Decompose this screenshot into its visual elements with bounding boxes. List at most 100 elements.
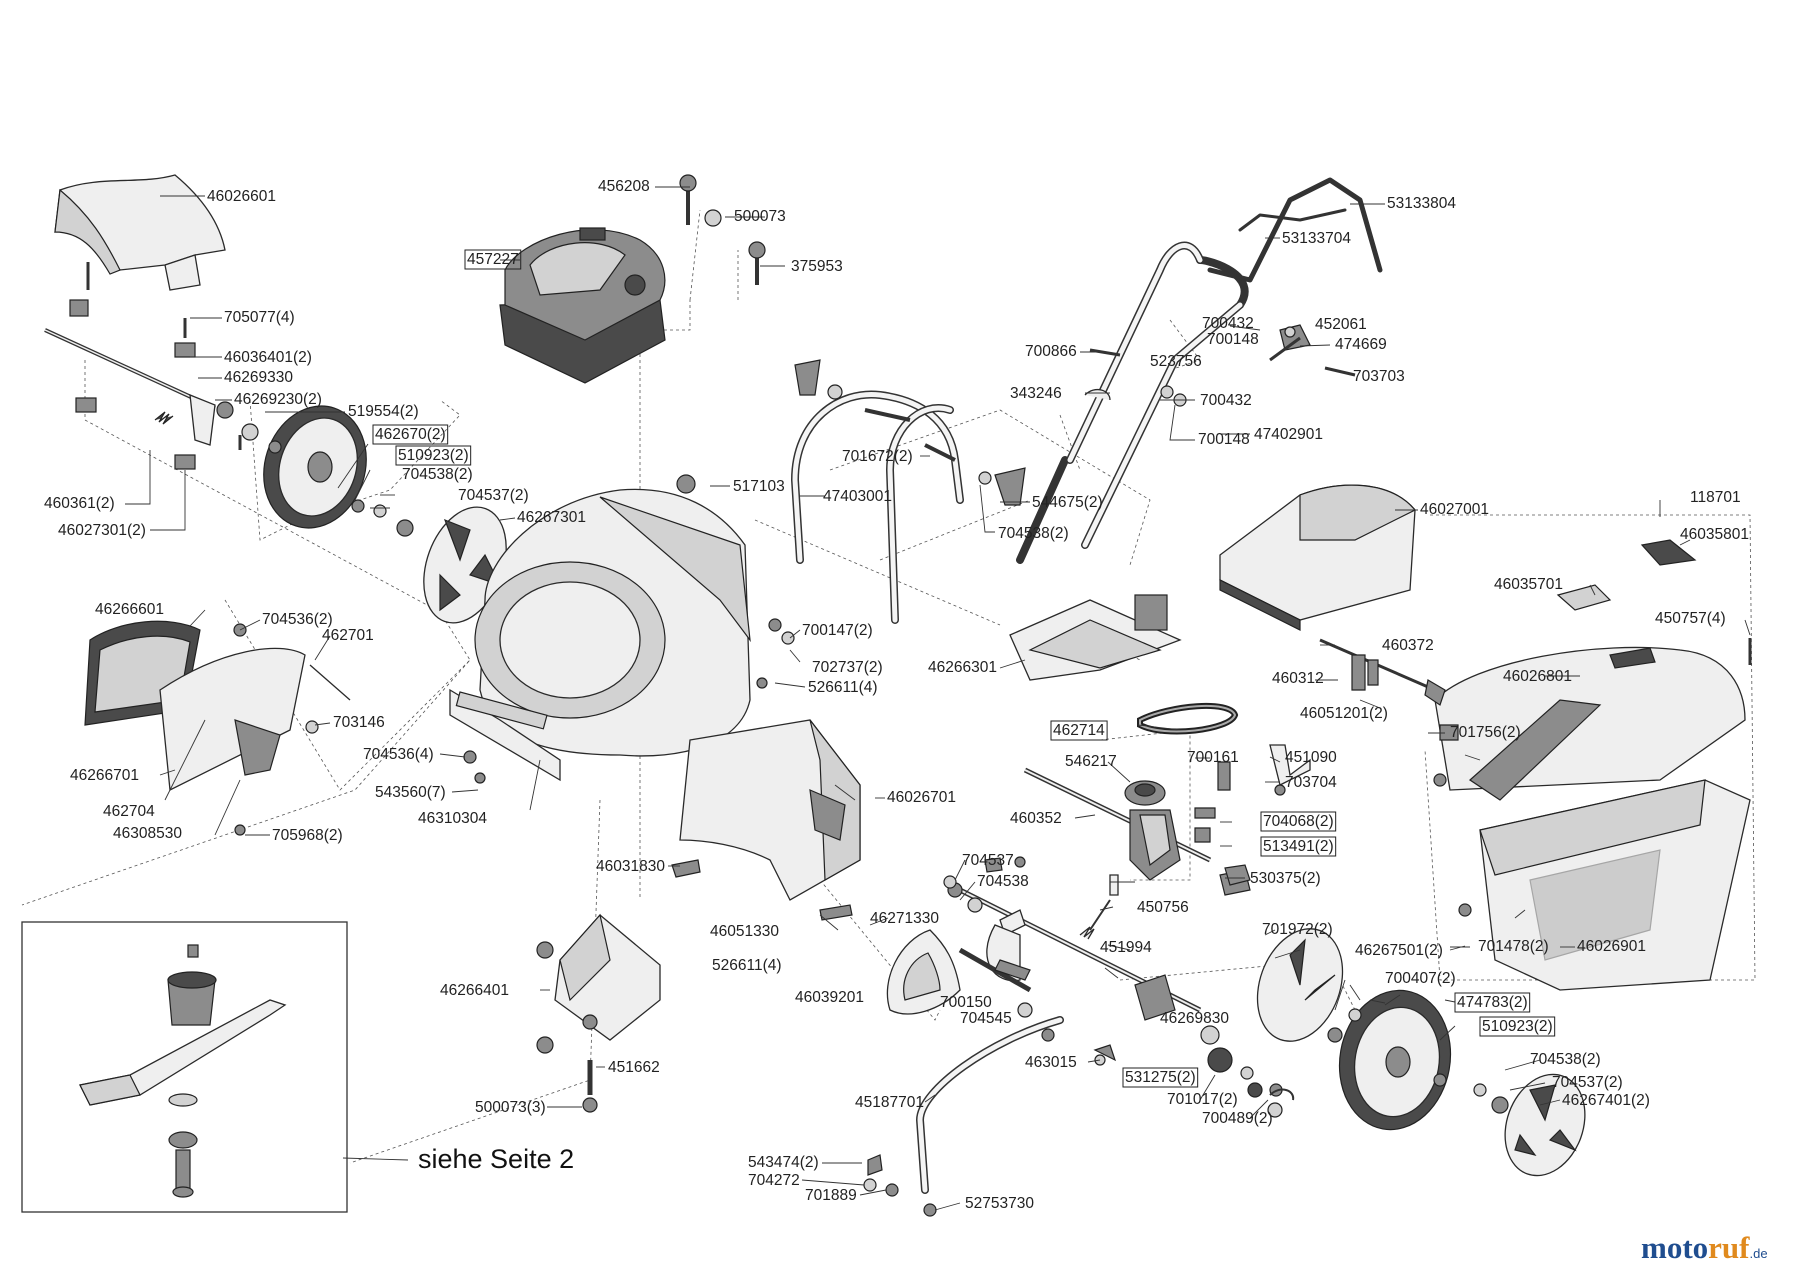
label-701478: 701478(2) xyxy=(1478,938,1549,955)
side-discharge-chute xyxy=(84,620,351,792)
label-frame xyxy=(1260,836,1337,857)
label-frame xyxy=(1479,1016,1556,1037)
label-704538-b: 704538(2) xyxy=(998,525,1069,542)
mower-deck xyxy=(449,474,751,782)
grip-handle xyxy=(886,929,1055,1042)
label-46267401: 46267401(2) xyxy=(1562,1092,1650,1109)
label-526611-a: 526611(4) xyxy=(808,679,878,696)
label-701972: 701972(2) xyxy=(1262,921,1333,938)
label-704537-a: 704537(2) xyxy=(458,487,529,504)
left-wheel xyxy=(216,401,414,537)
label-704538-a: 704538(2) xyxy=(402,466,473,483)
label-519554: 519554(2) xyxy=(348,403,419,420)
label-box-frames xyxy=(372,249,1556,1088)
label-46026601: 46026601 xyxy=(207,188,276,205)
leader-lines xyxy=(125,186,1751,1211)
label-118701: 118701 xyxy=(1690,489,1741,506)
label-46310304: 46310304 xyxy=(418,810,487,827)
rear-deflector xyxy=(1009,594,1182,681)
label-46266701: 46266701 xyxy=(70,767,139,784)
label-704538-d: 704538(2) xyxy=(1530,1051,1601,1068)
label-460361: 460361(2) xyxy=(44,495,115,512)
label-46271330: 46271330 xyxy=(870,910,939,927)
label-46035701: 46035701 xyxy=(1494,576,1563,593)
label-343246: 343246 xyxy=(1010,385,1062,402)
label-704538-c: 704538 xyxy=(977,873,1029,890)
label-510923-a: 510923(2) xyxy=(398,447,469,464)
label-500073: 500073 xyxy=(734,208,786,225)
label-517103: 517103 xyxy=(733,478,785,495)
blade-inset-frame xyxy=(21,921,348,1213)
label-45187701: 45187701 xyxy=(855,1094,924,1111)
engine-bolts xyxy=(679,174,766,285)
label-546217: 546217 xyxy=(1065,753,1117,770)
label-frame xyxy=(1454,992,1531,1013)
label-700150: 700150 xyxy=(940,994,992,1011)
label-47403001: 47403001 xyxy=(823,488,892,505)
label-47402901: 47402901 xyxy=(1254,426,1323,443)
label-544675: 544675(2) xyxy=(1032,494,1103,511)
logo-text-ruf: ruf xyxy=(1708,1230,1750,1265)
lower-handle xyxy=(791,359,1026,624)
label-703704: 703704 xyxy=(1285,774,1337,791)
rear-axle xyxy=(947,882,1283,1118)
label-523756: 523756 xyxy=(1150,353,1202,370)
gear-wheel-small xyxy=(1093,1044,1295,1101)
label-704068: 704068(2) xyxy=(1263,813,1334,830)
label-46269230: 46269230(2) xyxy=(234,391,322,408)
height-adjust-axle-left xyxy=(44,262,242,470)
rear-flap-part xyxy=(54,174,226,291)
label-701672: 701672(2) xyxy=(842,448,913,465)
label-46051201: 46051201(2) xyxy=(1300,705,1388,722)
part-labels: 46026601 456208 500073 457227 375953 531… xyxy=(44,178,1749,1212)
label-450756: 450756 xyxy=(1137,899,1189,916)
part-illustrations xyxy=(44,174,1752,1217)
label-451662: 451662 xyxy=(608,1059,660,1076)
label-452061: 452061 xyxy=(1315,316,1367,333)
drive-belt xyxy=(1137,703,1239,735)
label-704536-b: 704536(4) xyxy=(363,746,434,763)
label-frame xyxy=(1122,1067,1199,1088)
grass-bag-lid xyxy=(1219,484,1416,631)
label-700148-b: 700148 xyxy=(1198,431,1250,448)
label-543474: 543474(2) xyxy=(748,1154,819,1171)
label-53133804: 53133804 xyxy=(1387,195,1456,212)
label-704537-b: 704537 xyxy=(962,852,1014,869)
label-46269830: 46269830 xyxy=(1160,1010,1229,1027)
label-701017: 701017(2) xyxy=(1167,1091,1238,1108)
label-457227: 457227 xyxy=(467,251,519,268)
upper-handle xyxy=(1016,177,1383,564)
label-702737: 702737(2) xyxy=(812,659,883,676)
label-704272: 704272 xyxy=(748,1172,800,1189)
label-46026901: 46026901 xyxy=(1577,938,1646,955)
label-46035801: 46035801 xyxy=(1680,526,1749,543)
rear-cover xyxy=(679,719,861,901)
label-462714: 462714 xyxy=(1053,722,1105,739)
label-46026701: 46026701 xyxy=(887,789,956,806)
label-700148-a: 700148 xyxy=(1207,331,1259,348)
svg-text:motoruf.de: motoruf.de xyxy=(1641,1230,1768,1265)
label-frame xyxy=(372,424,449,445)
label-46266601: 46266601 xyxy=(95,601,164,618)
label-46026801: 46026801 xyxy=(1503,668,1572,685)
label-46267301: 46267301 xyxy=(517,509,586,526)
label-52753730: 52753730 xyxy=(965,1195,1034,1212)
label-701889: 701889 xyxy=(805,1187,857,1204)
label-46267501: 46267501(2) xyxy=(1355,942,1443,959)
label-450757: 450757(4) xyxy=(1655,610,1726,627)
label-513491: 513491(2) xyxy=(1263,838,1334,855)
bag-flap-parts xyxy=(1439,539,1752,741)
label-705077: 705077(4) xyxy=(224,309,295,326)
label-531275: 531275(2) xyxy=(1125,1069,1196,1086)
label-46039201: 46039201 xyxy=(795,989,864,1006)
label-462701: 462701 xyxy=(322,627,374,644)
small-hardware xyxy=(233,618,1446,921)
label-451090: 451090 xyxy=(1285,749,1337,766)
label-46031830: 46031830 xyxy=(596,858,665,875)
label-510923-b: 510923(2) xyxy=(1482,1018,1553,1035)
label-456208: 456208 xyxy=(598,178,650,195)
logo-text-moto: moto xyxy=(1641,1230,1708,1265)
label-474783: 474783(2) xyxy=(1457,994,1528,1011)
label-frame xyxy=(1050,720,1108,741)
label-46027001: 46027001 xyxy=(1420,501,1489,518)
